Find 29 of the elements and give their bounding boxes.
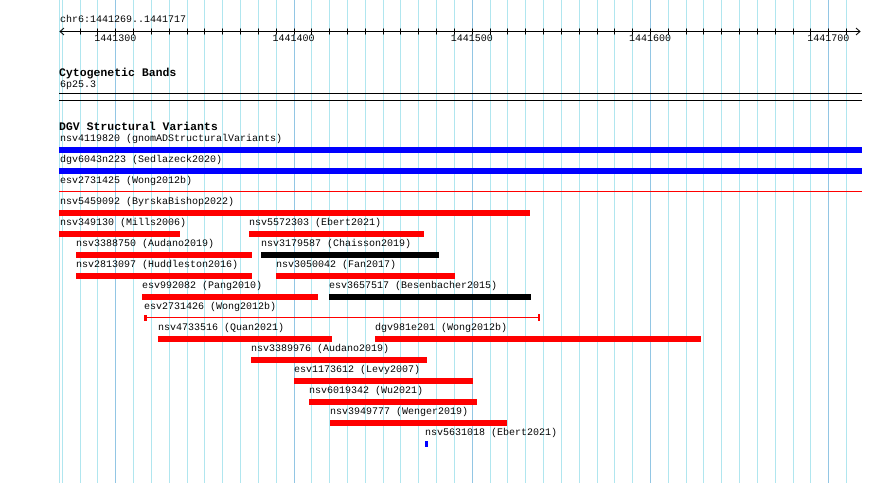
variant-label: nsv4119820 (gnomADStructuralVariants) (60, 134, 282, 146)
variant-label: dgv981e201 (Wong2012b) (375, 323, 508, 335)
track-title: DGV Structural Variants (59, 121, 218, 134)
variant-label: nsv3179587 (Chaisson2019) (261, 239, 412, 251)
variant-label: nsv3949777 (Wenger2019) (330, 407, 468, 419)
variant-label: nsv5572303 (Ebert2021) (249, 218, 382, 230)
variant-label: nsv3050042 (Fan2017) (276, 260, 396, 272)
variant-label: esv1173612 (Levy2007) (294, 365, 420, 377)
location-label: chr6:1441269..1441717 (60, 15, 186, 27)
variant-label: esv2731426 (Wong2012b) (144, 302, 276, 314)
tick-label: 1441300 (94, 34, 136, 46)
variant-label: nsv5631018 (Ebert2021) (425, 428, 558, 440)
tick-label: 1441500 (450, 34, 493, 46)
variant-label: nsv4733516 (Quan2021) (158, 323, 284, 335)
variant-label: esv2731425 (Wong2012b) (60, 176, 192, 188)
variant-label: nsv5459092 (ByrskaBishop2022) (60, 197, 234, 209)
variant-label: nsv349130 (Mills2006) (60, 218, 186, 230)
variant-label: esv992082 (Pang2010) (142, 281, 262, 293)
variant-label: nsv3389976 (Audano2019) (251, 344, 390, 356)
variant-label: nsv6019342 (Wu2021) (309, 386, 424, 398)
variant-label: dgv6043n223 (Sedlazeck2020) (60, 155, 222, 167)
variant-label: nsv3388750 (Audano2019) (76, 239, 214, 251)
track-title: Cytogenetic Bands (59, 67, 176, 80)
band-label: 6p25.3 (60, 80, 96, 92)
tick-label: 1441600 (629, 34, 671, 46)
tick-label: 1441400 (272, 34, 314, 46)
tick-label: 1441700 (807, 34, 850, 46)
variant-label: esv3657517 (Besenbacher2015) (329, 281, 498, 293)
variant-label: nsv2813097 (Huddleston2016) (76, 260, 238, 272)
